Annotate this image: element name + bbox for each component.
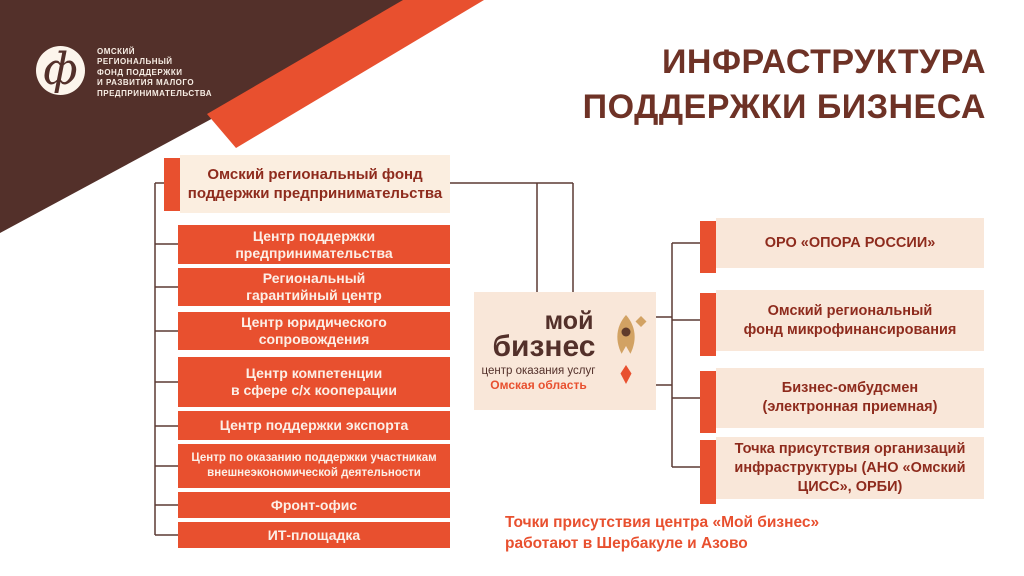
my-business-text: мой бизнес центр оказания услуг Омская о… [481,306,596,392]
org-box-foreign-trade-center: Центр по оказанию поддержки участникам в… [178,444,450,488]
right-accent-bar-2 [700,293,716,356]
brand-region: Омская область [490,377,587,392]
org-box-legal-support-center: Центр юридического сопровождения [178,312,450,350]
org-box-infrastructure-point: Точка присутствия организаций инфраструк… [716,437,984,499]
fund-logo-icon: ф [36,46,85,95]
right-accent-bar-4 [700,440,716,504]
right-accent-bar-1 [700,221,716,273]
right-accent-bar-3 [700,371,716,433]
org-box-business-support-center: Центр поддержки предпринимательства [178,225,450,264]
org-box-front-office: Фронт-офис [178,492,450,518]
org-box-it-platform: ИТ-площадка [178,522,450,548]
fund-logo-glyph: ф [43,43,78,95]
footnote: Точки присутствия центра «Мой бизнес» ра… [505,514,820,552]
org-box-microfinance-fund: Омский региональный фонд микрофинансиров… [716,290,984,351]
fund-logo-name: ОМСКИЙ РЕГИОНАЛЬНЫЙ ФОНД ПОДДЕРЖКИ И РАЗ… [97,47,213,98]
corner-red-ribbon [207,0,484,148]
org-box-regional-guarantee-center: Региональный гарантийный центр [178,268,450,306]
rocket-icon [617,315,647,384]
org-box-opora-russia: ОРО «ОПОРА РОССИИ» [716,218,984,268]
brand-word-biznes: бизнес [492,329,596,363]
brand-word-moy: мой [544,306,594,335]
my-business-card: мой бизнес центр оказания услуг Омская о… [474,292,656,410]
brand-subtitle: центр оказания услуг [481,364,596,377]
root-accent-bar [164,158,180,211]
org-box-export-support-center: Центр поддержки экспорта [178,411,450,440]
org-box-agro-competence-center: Центр компетенции в сфере с/х кооперации [178,357,450,407]
slide-title: ИНФРАСТРУКТУРА ПОДДЕРЖКИ БИЗНЕСА [582,43,986,126]
connector-lines [154,182,700,536]
org-box-root: Омский региональный фонд поддержки предп… [180,155,450,213]
org-box-business-ombudsman: Бизнес-омбудсмен (электронная приемная) [716,368,984,428]
